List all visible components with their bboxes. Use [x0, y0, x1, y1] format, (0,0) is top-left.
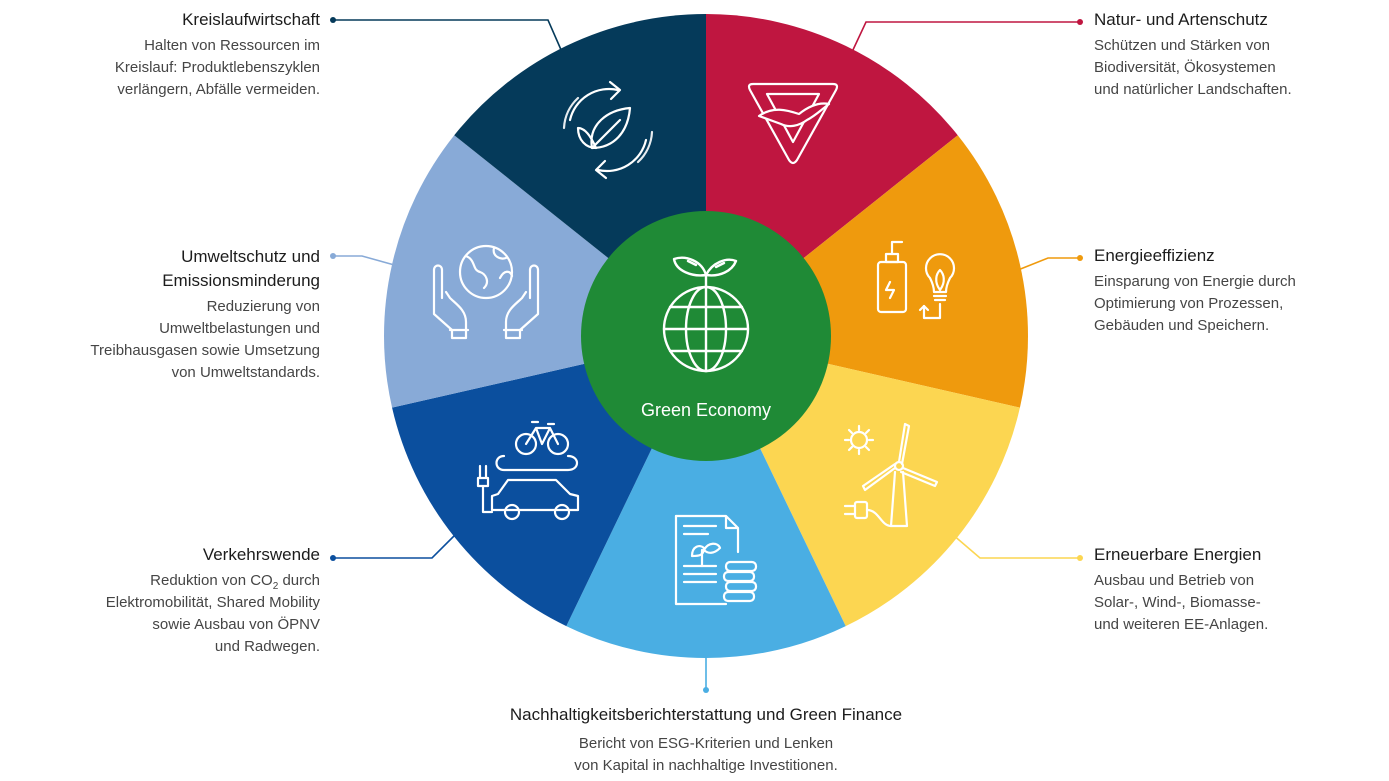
- leader-dot-natur: [1077, 19, 1083, 25]
- label-verkehrswende-line-4: und Radwegen.: [214, 638, 320, 655]
- report-coins-icon: [674, 514, 758, 606]
- hands-globe-icon: [432, 244, 540, 340]
- label-erneuerbare-line-1: Ausbau und Betrieb von: [1094, 572, 1255, 589]
- label-kreislauf-line-2: Kreislauf: Produktlebenszyklen: [114, 59, 320, 76]
- label-energieeffizienz-line-2: Optimierung von Prozessen,: [1094, 295, 1284, 312]
- label-energieeffizienz-line-3: Gebäuden und Speichern.: [1094, 317, 1270, 334]
- center-circle: Green Economy: [581, 211, 831, 461]
- label-verkehrswende-line-2: Elektromobilität, Shared Mobility: [105, 594, 320, 611]
- leader-dot-erneuerbare: [1077, 555, 1083, 561]
- leader-lines: [330, 17, 1083, 693]
- label-erneuerbare-title: Erneuerbare Energien: [1094, 545, 1262, 564]
- leader-dot-verkehrswende: [330, 555, 336, 561]
- label-verkehrswende: Verkehrswende Reduktion von CO2 durch El…: [0, 545, 320, 658]
- label-nachhaltigkeit: Nachhaltigkeitsberichterstattung und Gre…: [400, 705, 1012, 777]
- label-natur-line-3: und natürlicher Landschaften.: [1094, 81, 1292, 98]
- label-umweltschutz-line-4: von Umweltstandards.: [171, 364, 320, 381]
- segment-icons: [432, 80, 956, 606]
- slice-nachhaltigkeit: [566, 336, 846, 659]
- label-energieeffizienz-line-1: Einsparung von Energie durch: [1094, 273, 1296, 290]
- label-natur-line-2: Biodiversität, Ökosystemen: [1094, 59, 1276, 76]
- label-umweltschutz-title-2: Emissionsminderung: [162, 271, 320, 290]
- leader-line-verkehrswende: [333, 527, 463, 559]
- label-natur-line-1: Schützen und Stärken von: [1094, 37, 1270, 54]
- label-erneuerbare: Erneuerbare Energien Ausbau und Betrieb …: [1094, 545, 1384, 636]
- bird-triangle-icon: [747, 82, 839, 165]
- leader-dot-umweltschutz: [330, 253, 336, 259]
- label-umweltschutz-line-2: Umweltbelastungen und: [159, 320, 320, 337]
- label-natur: Natur- und Artenschutz Schützen und Stär…: [1094, 10, 1384, 101]
- label-kreislauf: Kreislaufwirtschaft Halten von Ressource…: [0, 10, 320, 101]
- label-nachhaltigkeit-line-2: von Kapital in nachhaltige Investitionen…: [574, 757, 838, 774]
- label-verkehrswende-line-1: Reduktion von CO2 durch: [0, 570, 320, 592]
- label-nachhaltigkeit-line-1: Bericht von ESG-Kriterien und Lenken: [578, 735, 834, 752]
- label-umweltschutz-line-1: Reduzierung von: [206, 298, 320, 315]
- label-nachhaltigkeit-title: Nachhaltigkeitsberichterstattung und Gre…: [509, 705, 903, 724]
- leader-line-umweltschutz: [333, 255, 399, 267]
- center-label: Green Economy: [641, 400, 771, 420]
- label-natur-title: Natur- und Artenschutz: [1094, 10, 1268, 29]
- label-energieeffizienz-title: Energieeffizienz: [1094, 246, 1215, 265]
- leader-dot-nachhaltigkeit: [703, 687, 709, 693]
- wind-turbine-sun-icon: [843, 422, 939, 528]
- label-verkehrswende-title: Verkehrswende: [202, 545, 320, 564]
- label-kreislauf-line-3: verlängern, Abfälle vermeiden.: [117, 81, 320, 98]
- leader-dot-energieeffizienz: [1077, 255, 1083, 261]
- recycle-leaf-icon: [562, 80, 654, 180]
- label-kreislauf-title: Kreislaufwirtschaft: [182, 10, 320, 29]
- leader-line-erneuerbare: [951, 533, 1080, 559]
- leader-dot-kreislauf: [330, 17, 336, 23]
- leader-line-energieeffizienz: [1017, 257, 1080, 271]
- label-umweltschutz-line-3: Treibhausgasen sowie Umsetzung: [90, 342, 320, 359]
- co2-sub: 2: [272, 581, 279, 592]
- battery-bulb-icon: [876, 240, 956, 320]
- co2-post: durch: [278, 572, 320, 589]
- bike-car-icon: [476, 420, 580, 521]
- globe-sprout-icon: [662, 256, 750, 373]
- leader-line-kreislauf: [333, 19, 563, 53]
- leader-line-natur: [851, 21, 1080, 53]
- label-umweltschutz-title-1: Umweltschutz und: [181, 247, 320, 266]
- label-erneuerbare-line-3: und weiteren EE-Anlagen.: [1094, 616, 1269, 633]
- co2-pre: Reduktion von CO: [150, 572, 273, 589]
- label-umweltschutz: Umweltschutz und Emissionsminderung Redu…: [0, 245, 320, 384]
- label-energieeffizienz: Energieeffizienz Einsparung von Energie …: [1094, 246, 1384, 337]
- label-kreislauf-line-1: Halten von Ressourcen im: [144, 37, 320, 54]
- label-erneuerbare-line-2: Solar-, Wind-, Biomasse-: [1094, 594, 1261, 611]
- label-verkehrswende-line-3: sowie Ausbau von ÖPNV: [152, 616, 320, 633]
